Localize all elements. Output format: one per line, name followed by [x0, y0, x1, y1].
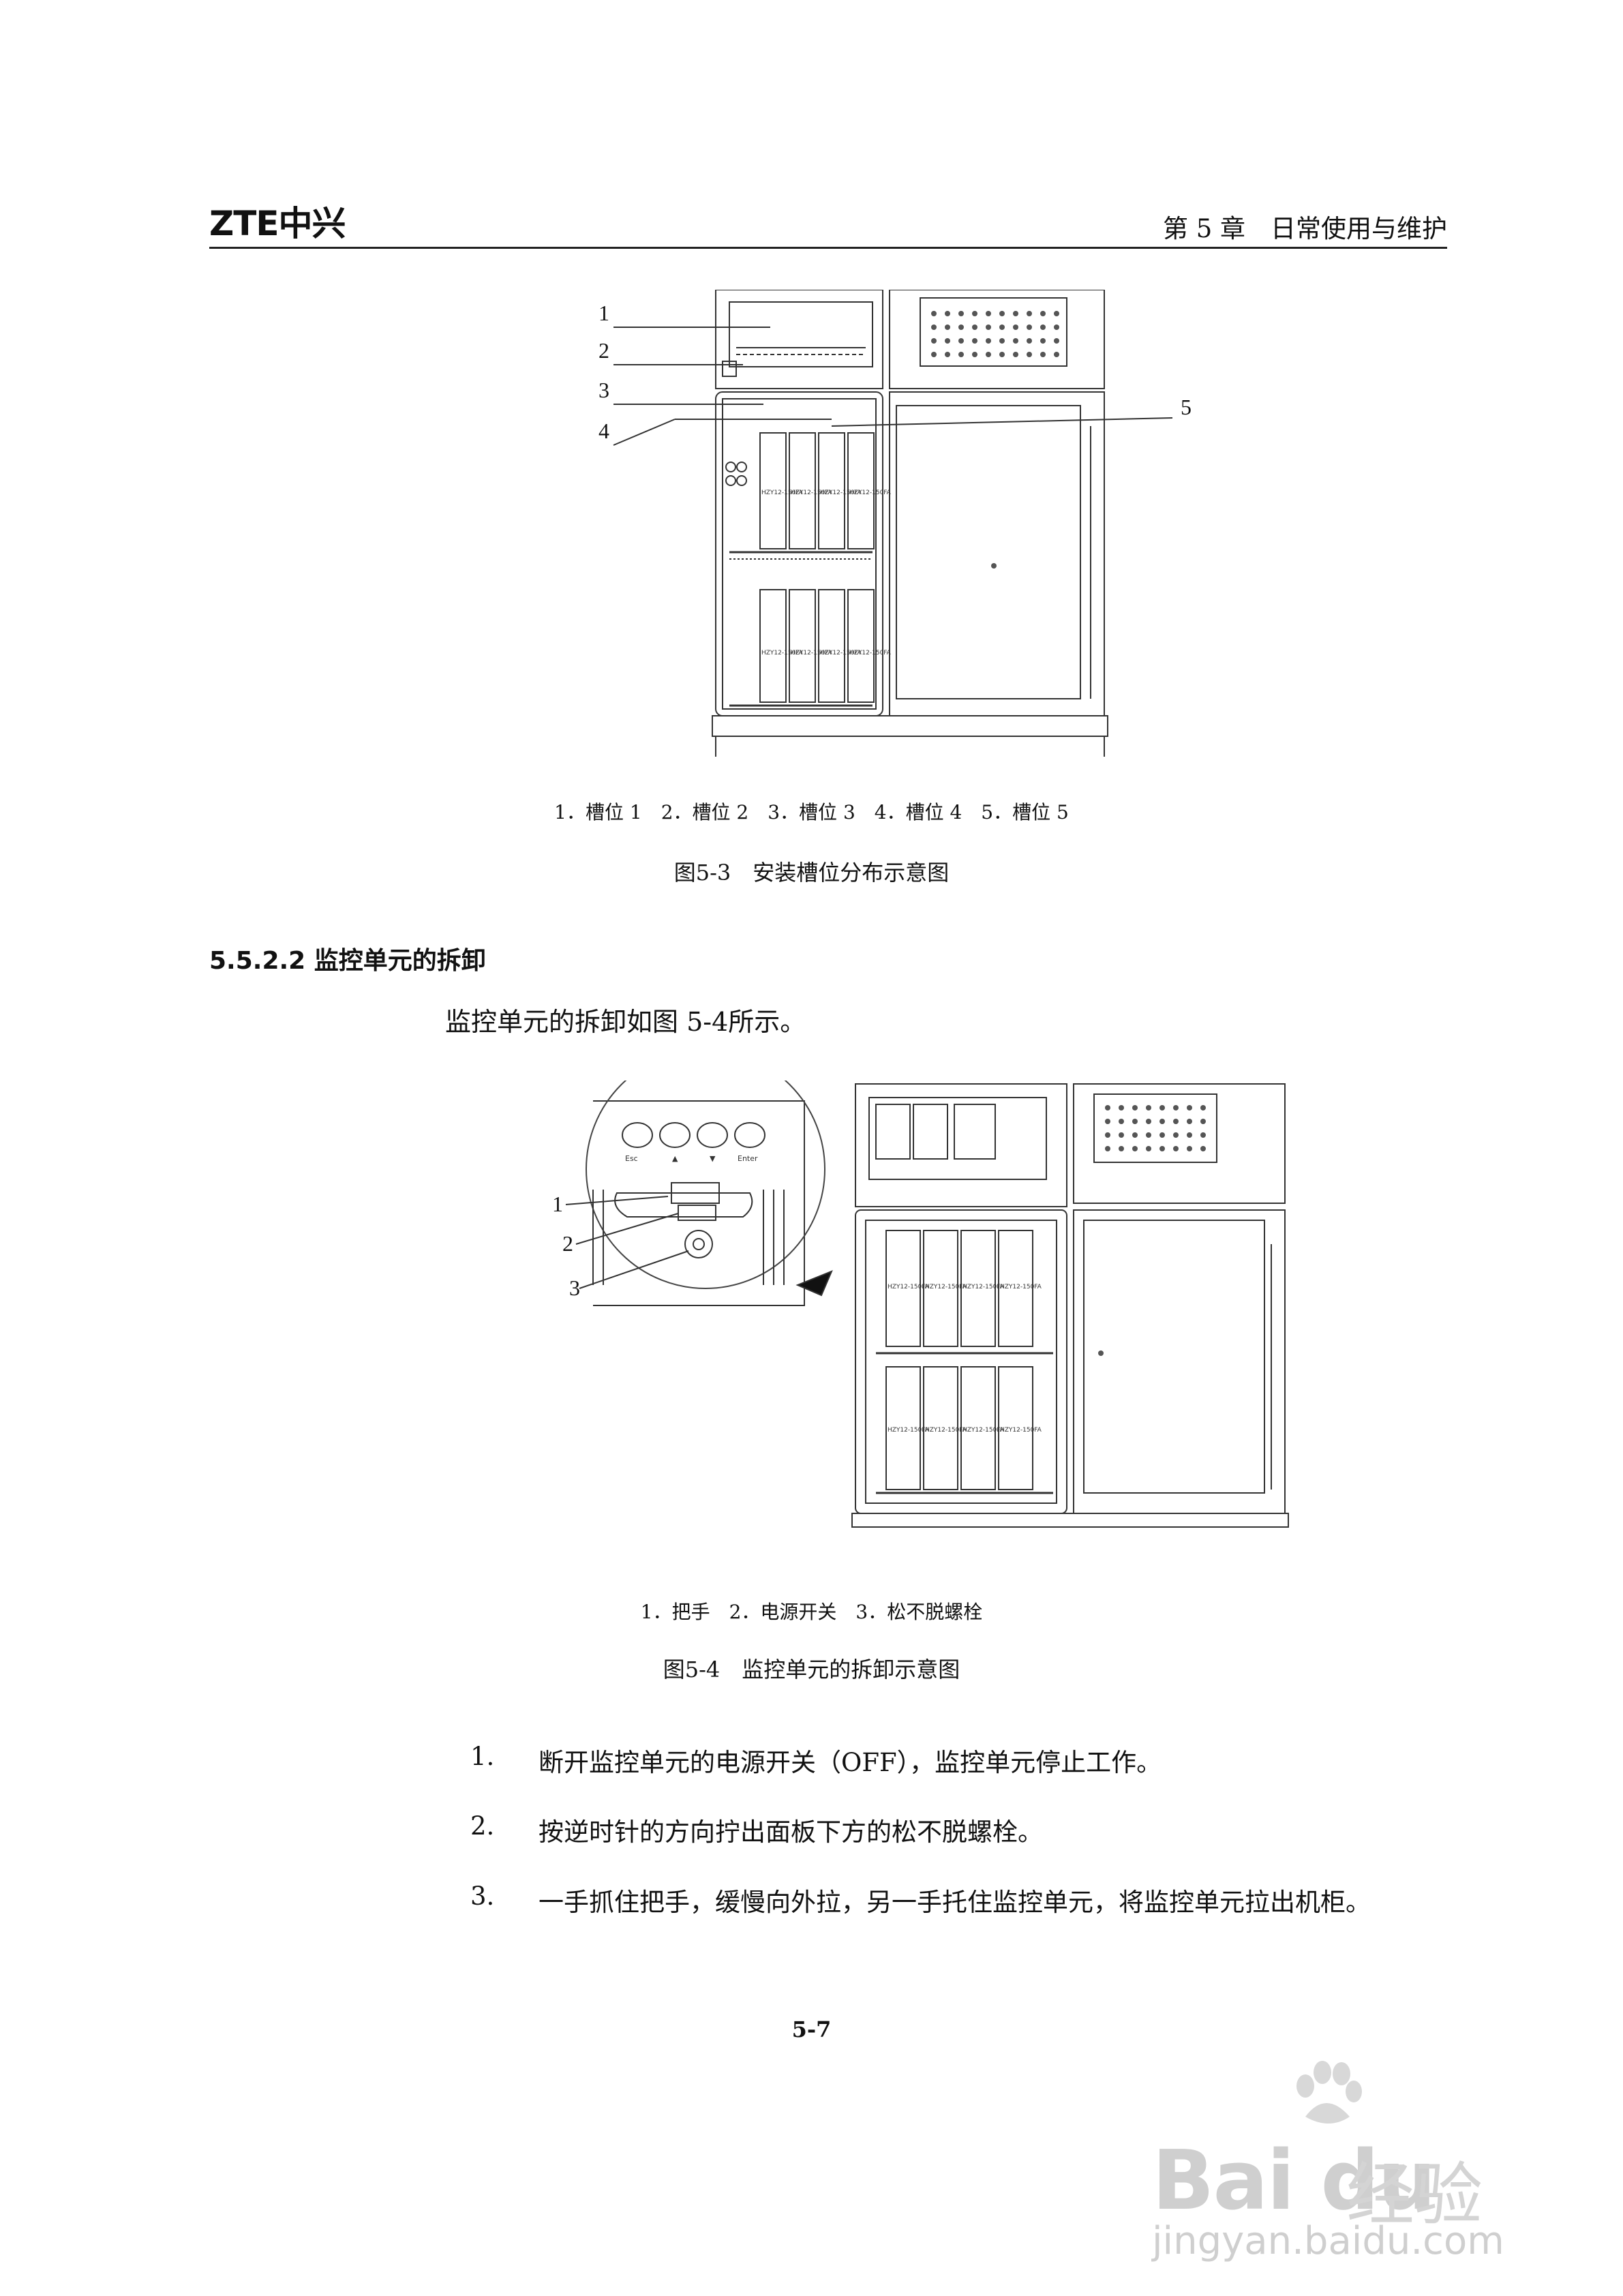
step-text: 断开监控单元的电源开关（OFF），监控单元停止工作。	[539, 1748, 1162, 1777]
monitor-bay	[729, 301, 873, 367]
section-heading: 5.5.2.2 监控单元的拆卸	[209, 947, 486, 975]
button-label: Enter	[738, 1154, 758, 1163]
button-label: ▲	[672, 1154, 678, 1163]
module-label: HZY12-150FA	[791, 489, 833, 496]
down-button	[697, 1122, 728, 1148]
callout-1: 1	[598, 301, 609, 325]
callout-2: 2	[562, 1231, 573, 1256]
figure-5-3-drawing: HZY12-150FA HZY12-150FA HZY12-150FA HZY1…	[586, 290, 1227, 774]
callout-2: 2	[598, 338, 609, 363]
rectifier-modules	[759, 432, 875, 703]
module-label: HZY12-150FA	[1000, 1427, 1042, 1434]
callout-3: 3	[598, 378, 609, 402]
up-button	[659, 1122, 691, 1148]
module-label: HZY12-150FA	[761, 489, 804, 496]
button-label: ▼	[710, 1154, 716, 1163]
handle-shape	[614, 1192, 753, 1218]
baidu-watermark-brand: Bai du	[1152, 2134, 1436, 2229]
vent-holes	[1098, 1105, 1206, 1356]
power-switch	[678, 1205, 716, 1221]
step-text: 一手抓住把手，缓慢向外拉，另一手托住监控单元，将监控单元拉出机柜。	[539, 1888, 1371, 1917]
intro-paragraph: 监控单元的拆卸如图 5-4所示。	[445, 1007, 806, 1037]
left-lower-compartment	[715, 391, 883, 716]
vent-holes	[725, 311, 1059, 569]
module-label: HZY12-150FA	[888, 1284, 930, 1290]
figure-5-3-title: 图5-3 安装槽位分布示意图	[673, 860, 950, 886]
module-label: HZY12-150FA	[820, 650, 862, 656]
module-label: HZY12-150FA	[1000, 1284, 1042, 1290]
module-label: HZY12-150FA	[925, 1284, 967, 1290]
module-label: HZY12-150FA	[962, 1427, 1005, 1434]
monitor-removal-diagram: Esc ▲ ▼ Enter HZY12-150FA HZY12-150FA HZ…	[552, 1081, 1289, 1528]
callout-5: 5	[1181, 395, 1192, 419]
detail-circle	[586, 1081, 825, 1289]
cabinet-lower-right	[1073, 1209, 1286, 1514]
module-label: HZY12-150FA	[761, 650, 804, 656]
cabinet-slot-diagram: HZY12-150FA HZY12-150FA HZY12-150FA HZY1…	[598, 290, 1192, 757]
left-top-compartment	[715, 290, 883, 389]
vent-grille	[1093, 1093, 1217, 1163]
callout-3: 3	[569, 1275, 580, 1300]
paw-icon	[1296, 2061, 1362, 2124]
module-label: HZY12-150FA	[849, 489, 892, 496]
button-label: Esc	[625, 1154, 638, 1163]
right-top-compartment	[889, 290, 1105, 389]
figure-5-4-drawing: Esc ▲ ▼ Enter HZY12-150FA HZY12-150FA HZ…	[552, 1081, 1336, 1544]
vent-grille	[920, 297, 1067, 367]
cabinet-top-right	[1073, 1083, 1286, 1204]
module-label: HZY12-150FA	[791, 650, 833, 656]
callout-leaders	[613, 327, 1173, 446]
step-number: 2.	[470, 1811, 495, 1841]
step-number: 1.	[470, 1742, 495, 1771]
module-label: HZY12-150FA	[962, 1284, 1005, 1290]
cabinet-top-left	[855, 1083, 1067, 1207]
page-number: 5-7	[791, 2016, 832, 2042]
esc-button	[622, 1122, 653, 1148]
callout-1: 1	[552, 1192, 563, 1216]
module-label: HZY12-150FA	[820, 489, 862, 496]
figure-5-4-legend: 1．把手 2．电源开关 3．松不脱螺栓	[640, 1601, 983, 1623]
step-number: 3.	[470, 1882, 495, 1911]
zte-logo: ZTE中兴	[209, 204, 346, 243]
baidu-watermark-url: jingyan.baidu.com	[1152, 2219, 1504, 2263]
module-label: HZY12-150FA	[888, 1427, 930, 1434]
callout-4: 4	[598, 419, 609, 443]
header-rule	[209, 247, 1447, 249]
enter-button	[734, 1122, 765, 1148]
right-lower-compartment	[889, 391, 1105, 716]
chapter-title: 第 5 章 日常使用与维护	[1162, 214, 1447, 243]
captive-screw	[684, 1230, 713, 1258]
module-label: HZY12-150FA	[925, 1427, 967, 1434]
module-label: HZY12-150FA	[849, 650, 892, 656]
baidu-watermark-product: 经验	[1346, 2155, 1483, 2235]
step-text: 按逆时针的方向拧出面板下方的松不脱螺栓。	[539, 1817, 1043, 1847]
detail-frame	[593, 1100, 805, 1306]
figure-5-4-title: 图5-4 监控单元的拆卸示意图	[663, 1657, 960, 1682]
figure-5-3-legend: 1．槽位 1 2．槽位 2 3．槽位 3 4．槽位 4 5．槽位 5	[554, 801, 1069, 824]
